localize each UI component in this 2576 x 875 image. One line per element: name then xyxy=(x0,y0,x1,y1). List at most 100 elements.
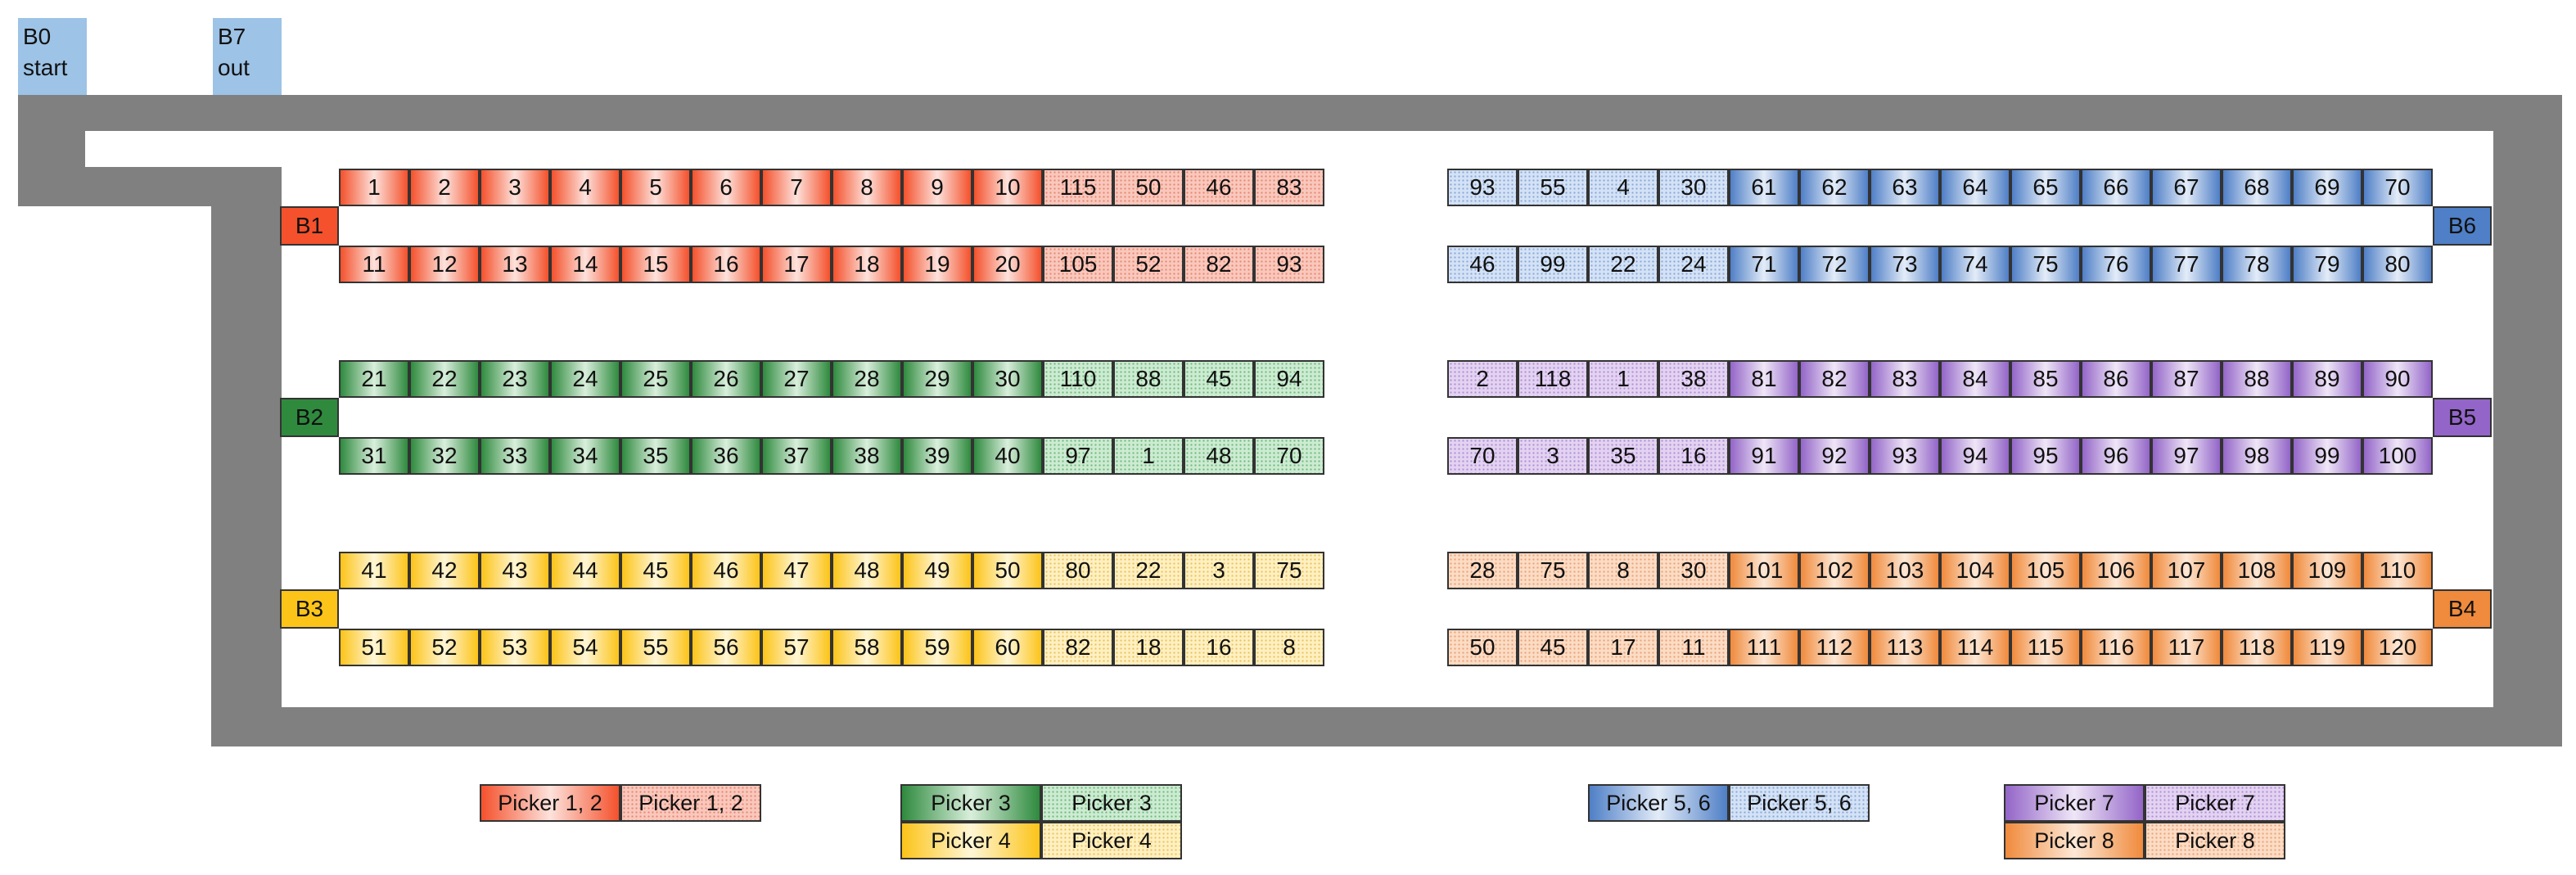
rack-slot: 44 xyxy=(550,552,620,589)
rack-slot: 2 xyxy=(409,169,480,206)
rack-slot-shared: 38 xyxy=(1658,360,1729,398)
legend-solid-green: Picker 3 xyxy=(900,784,1041,822)
rack-slot: 29 xyxy=(902,360,972,398)
rack-slot: 75 xyxy=(2010,246,2081,283)
rack-slot: 60 xyxy=(972,629,1043,666)
rack-slot: 61 xyxy=(1729,169,1799,206)
rack-slot: 115 xyxy=(2010,629,2081,666)
rack-slot: 54 xyxy=(550,629,620,666)
rack-slot: 51 xyxy=(339,629,409,666)
rack-slot: 79 xyxy=(2292,246,2362,283)
bin-start: B0 start xyxy=(18,18,87,95)
rack-slot-shared: 88 xyxy=(1113,360,1184,398)
rack-slot: 42 xyxy=(409,552,480,589)
rack-slot-shared: 45 xyxy=(1184,360,1254,398)
rack-slot: 99 xyxy=(2292,437,2362,475)
rack-slot-shared: 50 xyxy=(1113,169,1184,206)
rack-slot-shared: 70 xyxy=(1447,437,1518,475)
legend-solid-orange: Picker 8 xyxy=(2004,822,2145,859)
rack-slot: 63 xyxy=(1870,169,1940,206)
rack-slot-shared: 83 xyxy=(1254,169,1324,206)
dock-b4: B4 xyxy=(2433,589,2492,629)
rack-slot-shared: 1 xyxy=(1113,437,1184,475)
legend-solid-red: Picker 1, 2 xyxy=(480,784,620,822)
rack-slot: 64 xyxy=(1940,169,2010,206)
rack-slot: 83 xyxy=(1870,360,1940,398)
rack-slot-shared: 105 xyxy=(1043,246,1113,283)
rack-slot-shared: 11 xyxy=(1658,629,1729,666)
rack-slot-shared: 82 xyxy=(1184,246,1254,283)
rack-slot: 96 xyxy=(2081,437,2151,475)
bin-start-label: start xyxy=(23,55,68,80)
rack-slot: 67 xyxy=(2151,169,2222,206)
rack-slot: 57 xyxy=(761,629,832,666)
rack-slot: 33 xyxy=(480,437,550,475)
rack-slot: 49 xyxy=(902,552,972,589)
rack-slot: 35 xyxy=(620,437,691,475)
rack-slot-shared: 75 xyxy=(1518,552,1588,589)
rack-slot: 113 xyxy=(1870,629,1940,666)
rack-slot: 90 xyxy=(2362,360,2433,398)
rack-slot: 43 xyxy=(480,552,550,589)
rack-slot: 53 xyxy=(480,629,550,666)
rack-slot: 116 xyxy=(2081,629,2151,666)
dock-b2: B2 xyxy=(280,398,339,437)
rack-slot: 30 xyxy=(972,360,1043,398)
rack-slot-shared: 80 xyxy=(1043,552,1113,589)
legend-solid-yellow: Picker 4 xyxy=(900,822,1041,859)
rack-slot: 106 xyxy=(2081,552,2151,589)
rack-slot-shared: 16 xyxy=(1184,629,1254,666)
rack-slot: 114 xyxy=(1940,629,2010,666)
rack-slot: 12 xyxy=(409,246,480,283)
rack-slot: 110 xyxy=(2362,552,2433,589)
rack-slot-shared: 70 xyxy=(1254,437,1324,475)
rack-slot: 103 xyxy=(1870,552,1940,589)
rack-slot-shared: 35 xyxy=(1588,437,1658,475)
rack-slot: 93 xyxy=(1870,437,1940,475)
rack-slot: 8 xyxy=(832,169,902,206)
dock-b3: B3 xyxy=(280,589,339,629)
rack-slot-shared: 82 xyxy=(1043,629,1113,666)
rack-slot: 59 xyxy=(902,629,972,666)
rack-slot: 11 xyxy=(339,246,409,283)
rack-slot: 80 xyxy=(2362,246,2433,283)
rack-slot-shared: 45 xyxy=(1518,629,1588,666)
rack-slot-shared: 1 xyxy=(1588,360,1658,398)
rack-slot: 24 xyxy=(550,360,620,398)
rack-slot-shared: 97 xyxy=(1043,437,1113,475)
rack-slot: 38 xyxy=(832,437,902,475)
rack-slot: 28 xyxy=(832,360,902,398)
rack-slot: 105 xyxy=(2010,552,2081,589)
rack-slot: 85 xyxy=(2010,360,2081,398)
rack-slot: 119 xyxy=(2292,629,2362,666)
rack-slot-shared: 22 xyxy=(1113,552,1184,589)
legend-dotted-red: Picker 1, 2 xyxy=(620,784,761,822)
rack-slot-shared: 48 xyxy=(1184,437,1254,475)
rack-slot: 112 xyxy=(1799,629,1870,666)
rack-slot: 25 xyxy=(620,360,691,398)
rack-slot: 6 xyxy=(691,169,761,206)
rack-slot: 9 xyxy=(902,169,972,206)
rack-slot-shared: 75 xyxy=(1254,552,1324,589)
rack-slot: 32 xyxy=(409,437,480,475)
warehouse-floor xyxy=(282,131,2493,707)
rack-slot: 97 xyxy=(2151,437,2222,475)
rack-slot-shared: 50 xyxy=(1447,629,1518,666)
rack-slot: 117 xyxy=(2151,629,2222,666)
rack-slot: 69 xyxy=(2292,169,2362,206)
rack-slot: 19 xyxy=(902,246,972,283)
rack-slot: 50 xyxy=(972,552,1043,589)
rack-slot: 23 xyxy=(480,360,550,398)
rack-slot: 16 xyxy=(691,246,761,283)
rack-slot: 86 xyxy=(2081,360,2151,398)
rack-slot: 45 xyxy=(620,552,691,589)
rack-slot-shared: 94 xyxy=(1254,360,1324,398)
rack-slot: 92 xyxy=(1799,437,1870,475)
bin-out: B7 out xyxy=(213,18,282,95)
rack-slot-shared: 8 xyxy=(1588,552,1658,589)
rack-slot-shared: 46 xyxy=(1447,246,1518,283)
rack-slot: 101 xyxy=(1729,552,1799,589)
rack-slot: 10 xyxy=(972,169,1043,206)
rack-slot: 17 xyxy=(761,246,832,283)
